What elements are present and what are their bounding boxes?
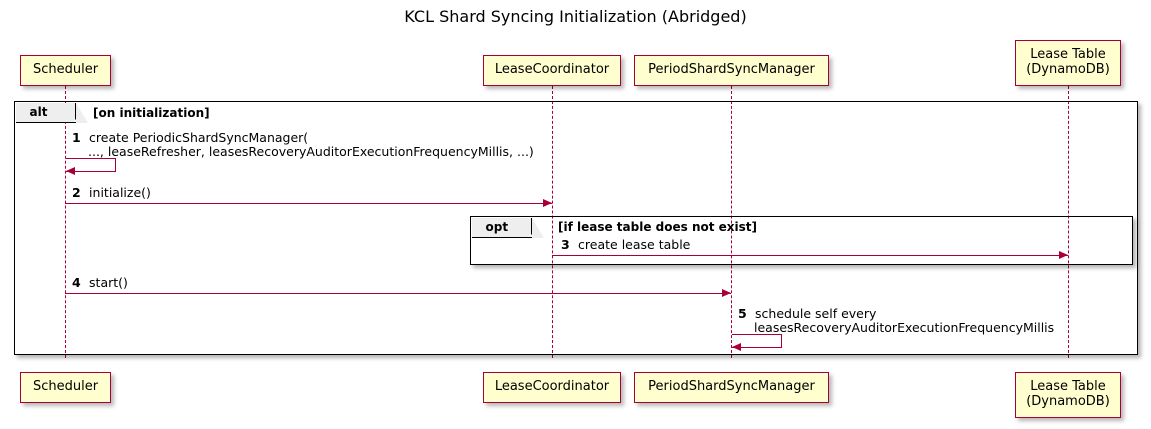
message-4-number: 4 <box>72 275 86 290</box>
fragment-opt-guard: [if lease table does not exist] <box>558 220 758 234</box>
participant-leasecoordinator-top-label: LeaseCoordinator <box>494 62 610 78</box>
message-2-text: initialize() <box>89 185 151 200</box>
fragment-alt-guard: [on initialization] <box>93 106 210 120</box>
lifeline-leasetable <box>1068 86 1069 358</box>
fragment-opt-corner-icon <box>531 217 544 238</box>
fragment-opt-operator-text: opt <box>485 220 509 234</box>
message-5-text-line2: leasesRecoveryAuditorExecutionFrequencyM… <box>754 320 1055 335</box>
participant-leasecoordinator-bottom[interactable]: LeaseCoordinator <box>483 372 621 403</box>
message-1-label: 1 create PeriodicShardSyncManager( <box>72 130 308 146</box>
fragment-alt <box>14 101 1138 355</box>
fragment-alt-corner-icon <box>75 102 88 123</box>
message-4-arrowhead <box>722 288 731 297</box>
participant-periodshardsyncmanager-top[interactable]: PeriodShardSyncManager <box>634 55 829 86</box>
message-3-arrowhead <box>1059 250 1068 259</box>
participant-periodshardsyncmanager-top-label: PeriodShardSyncManager <box>648 62 815 78</box>
fragment-alt-operator-label: alt <box>15 101 86 123</box>
message-2-line <box>65 203 552 204</box>
fragment-opt-operator-label: opt <box>471 216 542 238</box>
participant-leasecoordinator-bottom-label: LeaseCoordinator <box>494 379 610 395</box>
message-2-number: 2 <box>72 185 86 200</box>
message-5-number: 5 <box>738 306 752 321</box>
message-1-arrowhead <box>66 167 75 175</box>
message-5-text-line1: schedule self every <box>755 306 877 321</box>
message-1-number: 1 <box>72 130 86 145</box>
participant-leasetable-top-sublabel: (DynamoDB) <box>1026 62 1110 77</box>
message-5-label-line2: leasesRecoveryAuditorExecutionFrequencyM… <box>754 320 1054 336</box>
message-5-arrowhead <box>732 343 741 351</box>
lifeline-scheduler <box>65 86 66 358</box>
participant-leasetable-bottom-label: Lease Table <box>1030 379 1106 395</box>
message-5-self-loop <box>732 334 782 348</box>
participant-periodshardsyncmanager-bottom-label: PeriodShardSyncManager <box>648 379 815 395</box>
message-1-label-line2: ..., leaseRefresher, leasesRecoveryAudit… <box>88 144 534 160</box>
participant-leasetable-bottom[interactable]: Lease Table (DynamoDB) <box>1015 372 1121 418</box>
fragment-opt <box>470 216 1133 265</box>
participant-scheduler-top-label: Scheduler <box>32 62 99 78</box>
participant-scheduler-bottom-label: Scheduler <box>32 379 99 395</box>
message-3-number: 3 <box>561 237 575 252</box>
message-5-label: 5 schedule self every <box>738 306 876 322</box>
lifeline-periodshardsyncmanager <box>731 86 732 358</box>
participant-leasetable-top-label: Lease Table <box>1030 47 1106 63</box>
message-3-text: create lease table <box>578 237 691 252</box>
message-1-text-line2: ..., leaseRefresher, leasesRecoveryAudit… <box>88 144 534 159</box>
message-3-label: 3 create lease table <box>561 237 690 253</box>
message-1-text-line1: create PeriodicShardSyncManager( <box>89 130 309 145</box>
page-title: KCL Shard Syncing Initialization (Abridg… <box>404 7 747 26</box>
fragment-alt-operator-text: alt <box>29 105 48 119</box>
message-4-label: 4 start() <box>72 275 128 291</box>
participant-leasecoordinator-top[interactable]: LeaseCoordinator <box>483 55 621 86</box>
participant-periodshardsyncmanager-bottom[interactable]: PeriodShardSyncManager <box>634 372 829 403</box>
message-2-label: 2 initialize() <box>72 185 151 201</box>
message-4-line <box>65 293 731 294</box>
message-4-text: start() <box>89 275 128 290</box>
participant-leasetable-top[interactable]: Lease Table (DynamoDB) <box>1015 40 1121 86</box>
message-1-self-loop <box>66 158 116 172</box>
participant-scheduler-top[interactable]: Scheduler <box>20 55 111 86</box>
participant-leasetable-bottom-sublabel: (DynamoDB) <box>1026 394 1110 409</box>
message-2-arrowhead <box>543 198 552 207</box>
participant-scheduler-bottom[interactable]: Scheduler <box>20 372 111 403</box>
message-3-line <box>552 255 1068 256</box>
lifeline-leasecoordinator <box>552 86 553 358</box>
